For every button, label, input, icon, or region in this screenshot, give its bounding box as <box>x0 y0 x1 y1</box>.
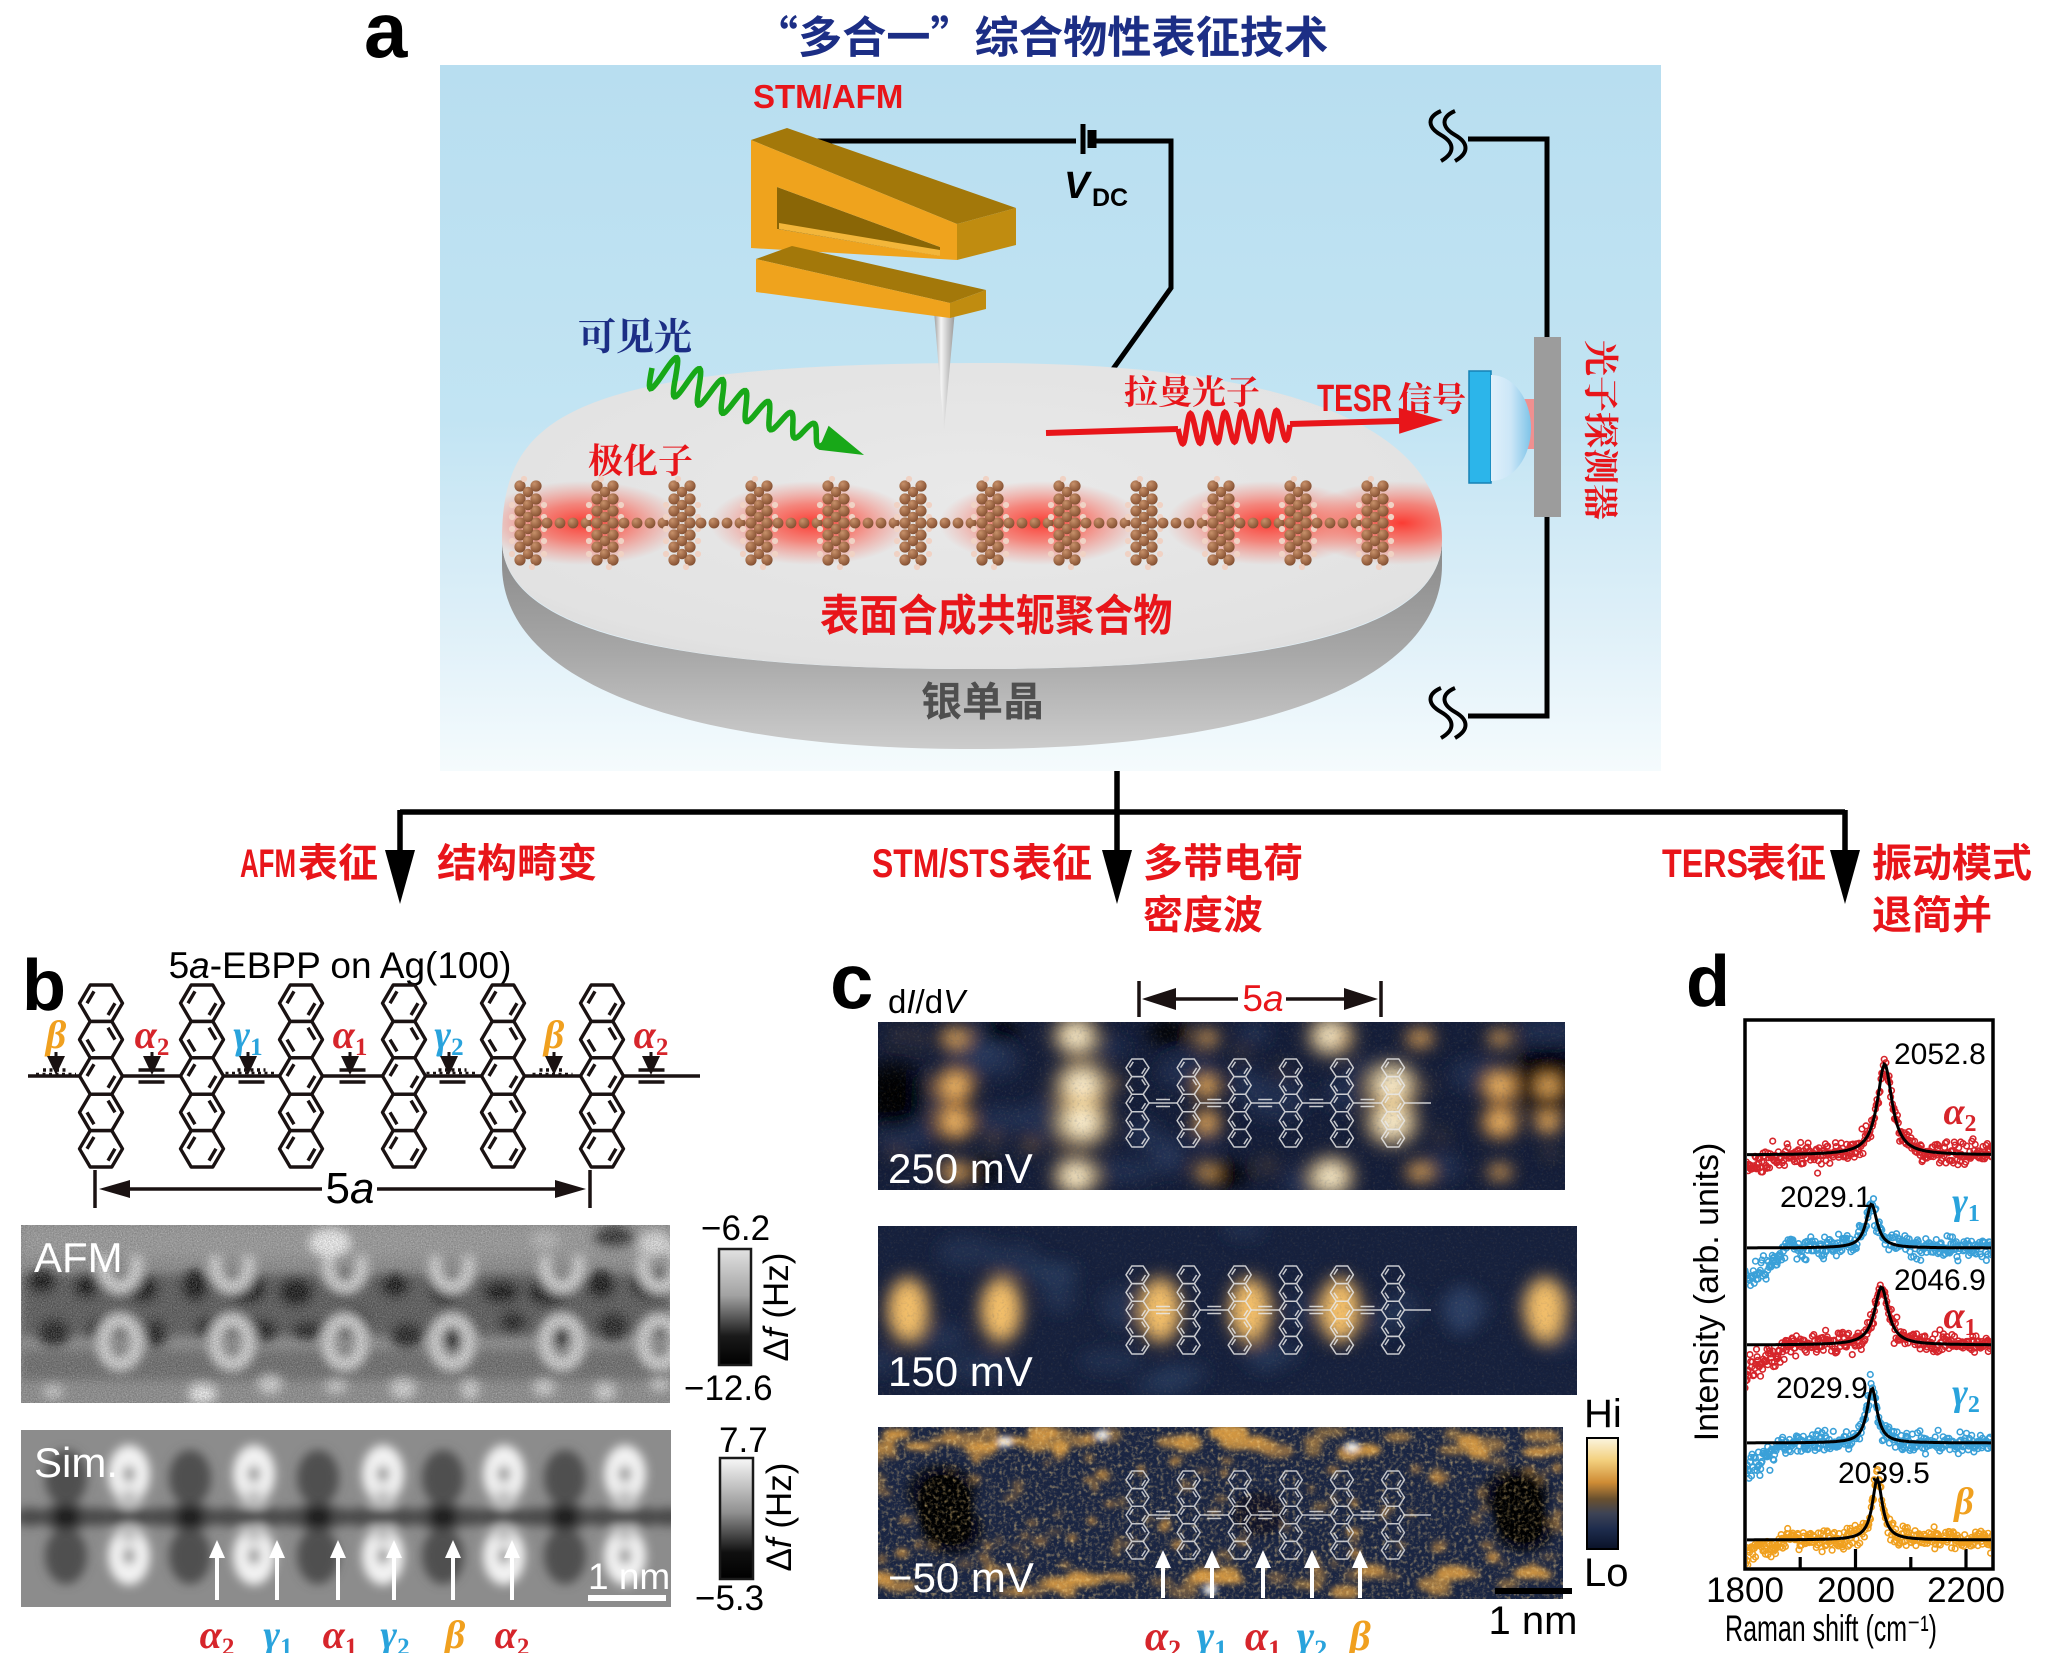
svg-text:2029.1: 2029.1 <box>1780 1181 1872 1214</box>
svg-text:α1: α1 <box>1943 1295 1976 1341</box>
svg-text:Lo: Lo <box>1584 1551 1629 1595</box>
svg-text:β: β <box>443 1612 466 1653</box>
svg-text:β: β <box>44 1012 67 1057</box>
svg-text:β: β <box>1952 1481 1974 1523</box>
svg-text:2200: 2200 <box>1927 1571 2005 1610</box>
svg-text:Intensity (arb. units): Intensity (arb. units) <box>1688 1143 1726 1442</box>
svg-text:Hi: Hi <box>1584 1392 1622 1436</box>
svg-text:2000: 2000 <box>1817 1571 1895 1610</box>
svg-text:TESR: TESR <box>1317 378 1392 420</box>
svg-text:TERS: TERS <box>1662 842 1748 886</box>
svg-text:V: V <box>1064 165 1092 207</box>
svg-text:γ2: γ2 <box>1952 1372 1980 1418</box>
svg-text:2039.5: 2039.5 <box>1838 1457 1930 1490</box>
svg-text:2052.8: 2052.8 <box>1894 1038 1986 1071</box>
svg-text:AFM: AFM <box>240 842 296 886</box>
svg-text:b: b <box>22 946 66 1026</box>
svg-text:AFM: AFM <box>34 1234 123 1281</box>
svg-text:5a: 5a <box>1242 978 1283 1019</box>
svg-text:STM/STS: STM/STS <box>872 842 1010 886</box>
svg-text:α2: α2 <box>1145 1614 1181 1653</box>
svg-text:−5.3: −5.3 <box>695 1579 764 1618</box>
svg-text:7.7: 7.7 <box>719 1421 768 1460</box>
svg-text:1 nm: 1 nm <box>1489 1599 1578 1643</box>
svg-text:250 mV: 250 mV <box>888 1145 1033 1192</box>
svg-text:150 mV: 150 mV <box>888 1348 1033 1395</box>
svg-text:Raman shift (cm⁻¹): Raman shift (cm⁻¹) <box>1725 1608 1937 1649</box>
svg-text:Sim.: Sim. <box>34 1439 118 1486</box>
svg-text:d: d <box>1686 942 1730 1022</box>
svg-text:c: c <box>830 937 873 1025</box>
svg-text:−6.2: −6.2 <box>701 1209 770 1248</box>
svg-text:Δf (Hz): Δf (Hz) <box>760 1463 799 1572</box>
svg-text:1 nm: 1 nm <box>588 1556 670 1597</box>
svg-text:2046.9: 2046.9 <box>1894 1264 1986 1297</box>
svg-text:5a: 5a <box>326 1164 375 1213</box>
svg-text:−50 mV: −50 mV <box>888 1554 1034 1601</box>
svg-text:dI/dV: dI/dV <box>888 983 968 1020</box>
svg-text:β: β <box>542 1012 565 1057</box>
svg-text:5a-EBPP on Ag(100): 5a-EBPP on Ag(100) <box>169 945 512 986</box>
svg-text:DC: DC <box>1092 184 1128 212</box>
svg-text:β: β <box>1347 1614 1371 1653</box>
svg-text:Δf (Hz): Δf (Hz) <box>757 1253 796 1362</box>
svg-text:−12.6: −12.6 <box>684 1369 773 1408</box>
svg-text:a: a <box>364 0 408 74</box>
svg-text:1800: 1800 <box>1706 1571 1784 1610</box>
svg-text:2029.9: 2029.9 <box>1776 1372 1868 1405</box>
svg-text:STM/AFM: STM/AFM <box>753 78 903 115</box>
